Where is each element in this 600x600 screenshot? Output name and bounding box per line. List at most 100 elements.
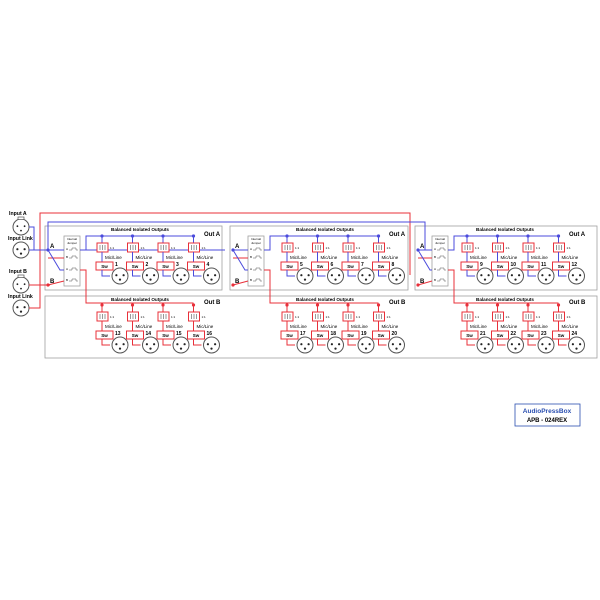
jumper-pin-label: A (250, 247, 252, 251)
xlr-pin (118, 278, 122, 281)
transformer-icon (99, 314, 106, 319)
output-wire (132, 339, 141, 346)
junction-dot (315, 303, 320, 307)
mic-line-switch (491, 261, 509, 271)
xlr-pin (487, 343, 490, 346)
switch-icon: Sw (132, 333, 139, 338)
jumper-switch-icon (253, 267, 262, 271)
output-connector-2 (142, 267, 159, 285)
output-wire (466, 339, 475, 346)
channel-number: 13 (115, 331, 121, 337)
junction-dot (465, 303, 469, 307)
xlr-pin (16, 225, 19, 228)
xlr-pin (153, 343, 156, 346)
junction-dot (161, 303, 165, 307)
xlr-pin (179, 278, 183, 281)
transformer-ratio: 1:1 (295, 246, 300, 250)
xlr-pin (548, 274, 551, 277)
mic-line-switch (341, 261, 360, 271)
mic-line-switch (552, 261, 570, 271)
transformer-icon (191, 314, 197, 319)
output-connector-18 (327, 336, 344, 354)
junction-dot (285, 303, 289, 307)
mic-line-switch (521, 330, 540, 340)
transformer-icon (130, 314, 136, 319)
xlr-pin (19, 310, 23, 313)
xlr-pin (483, 347, 487, 350)
output-wire (558, 270, 567, 277)
bus-b-in (47, 280, 65, 286)
transformer-icon (495, 314, 501, 319)
out-a-panel-title: Balanced Isolated Outputs (476, 227, 534, 232)
xlr-pin (23, 283, 26, 286)
xlr-pin (480, 274, 483, 277)
xlr-pin (210, 347, 213, 350)
channel-number: 7 (361, 262, 364, 268)
xlr-pin (303, 347, 307, 350)
transformer-ratio: 1:1 (141, 315, 146, 319)
xlr-pin (368, 274, 371, 277)
transformer-ratio: 1:1 (536, 315, 541, 319)
mic-line-label: Mic/Line (470, 255, 487, 260)
xlr-pin (206, 274, 209, 277)
mic-line-switch (491, 330, 509, 340)
mic-line-label: Mic/Line (290, 324, 307, 329)
out-a-panel-title: Balanced Isolated Outputs (296, 227, 354, 232)
transformer-ratio: 1:1 (326, 315, 331, 319)
jumper-switch-icon (437, 267, 446, 271)
xlr-pin (149, 278, 152, 281)
input-link-b-label: Input Link (8, 294, 33, 300)
xlr-pin (510, 343, 513, 346)
transformer-icon (376, 245, 382, 250)
xlr-pin (145, 274, 148, 277)
output-connector-12 (568, 267, 585, 285)
transformer-ratio: 1:1 (326, 246, 331, 250)
mic-line-switch (311, 261, 329, 271)
out-a-bus-wire (80, 235, 194, 251)
out-b-panel-title: Balanced Isolated Outputs (111, 297, 169, 302)
xlr-pin (395, 278, 398, 281)
jumper-switch-icon (69, 247, 78, 251)
xlr-pin (514, 278, 517, 281)
mic-line-switch (372, 330, 390, 340)
switch-icon: Sw (101, 333, 108, 338)
mic-line-label: Mic/Line (351, 255, 368, 260)
output-wire (317, 270, 326, 277)
transformer-ratio: 1:1 (475, 315, 480, 319)
transformer-icon (495, 245, 501, 250)
mic-line-switch (95, 261, 114, 271)
out-b-bus-wire (264, 269, 379, 304)
xlr-pin (300, 343, 303, 346)
transformer-icon (464, 245, 471, 250)
out-b-panel-title: Balanced Isolated Outputs (296, 297, 354, 302)
xlr-pin (145, 343, 148, 346)
xlr-pin (153, 274, 156, 277)
junction-dot (285, 234, 289, 238)
jumper-switch-icon (253, 278, 262, 282)
transformer-icon (160, 245, 167, 250)
xlr-pin (307, 343, 310, 346)
output-connector-14 (142, 336, 159, 354)
xlr-pin (300, 274, 303, 277)
xlr-pin (23, 248, 26, 251)
jumper-label: Internal (251, 237, 261, 241)
xlr-pin (183, 343, 186, 346)
mic-line-label: Mic/Line (382, 255, 399, 260)
output-connector-8 (388, 267, 405, 285)
output-wire (101, 270, 110, 277)
switch-icon: Sw (527, 333, 534, 338)
xlr-pin (391, 343, 394, 346)
output-wire (317, 339, 326, 346)
output-connector-19 (357, 336, 375, 354)
mic-line-switch (341, 330, 360, 340)
xlr-pin (16, 248, 19, 251)
mic-line-label: Mic/Line (105, 324, 122, 329)
transformer-icon (464, 314, 471, 319)
output-connector-4 (203, 267, 220, 285)
out-a-panel-1 (44, 225, 223, 291)
channel-number: 24 (572, 331, 578, 337)
jumper-pin-label: A (66, 267, 68, 271)
xlr-pin (514, 347, 517, 350)
jumper-pin-label: A (66, 247, 68, 251)
